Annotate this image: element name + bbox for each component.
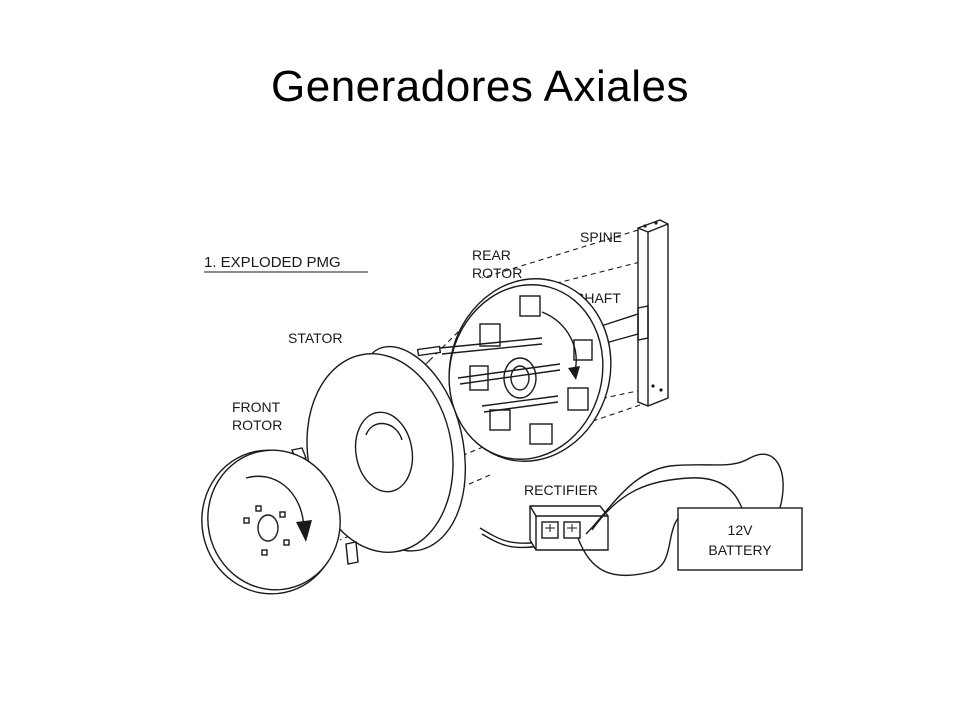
battery: 12V BATTERY (677, 507, 803, 571)
rear-rotor: REAR ROTOR (448, 247, 612, 462)
exploded-pmg-diagram: 1. EXPLODED PMG SPINE (201, 219, 803, 595)
spine: SPINE (580, 219, 669, 407)
diagram-heading: 1. EXPLODED PMG (204, 254, 368, 273)
svg-text:STATOR: STATOR (288, 330, 342, 346)
svg-text:12V: 12V (728, 522, 754, 538)
rectifier: RECTIFIER (524, 482, 609, 551)
svg-text:ROTOR: ROTOR (472, 265, 522, 281)
svg-text:FRONT: FRONT (232, 399, 281, 415)
svg-text:SPINE: SPINE (580, 229, 622, 245)
svg-text:REAR: REAR (472, 247, 511, 263)
svg-text:BATTERY: BATTERY (708, 542, 772, 558)
stator-studs (416, 337, 561, 413)
slide-title: Generadores Axiales (271, 62, 689, 111)
svg-text:1. EXPLODED PMG: 1. EXPLODED PMG (204, 254, 341, 271)
stator: STATOR (288, 330, 466, 553)
battery-wires (577, 453, 784, 577)
front-rotor: FRONT ROTOR (201, 399, 359, 595)
svg-text:RECTIFIER: RECTIFIER (524, 482, 598, 498)
svg-text:ROTOR: ROTOR (232, 417, 282, 433)
